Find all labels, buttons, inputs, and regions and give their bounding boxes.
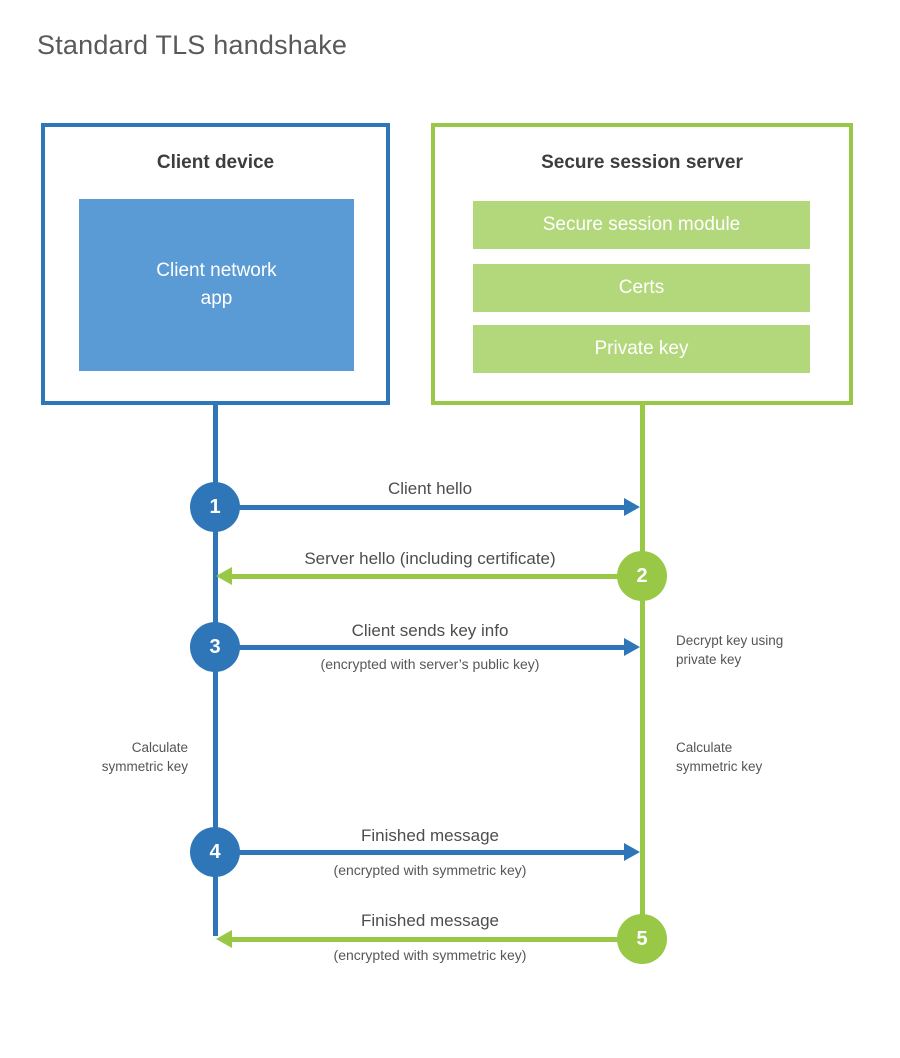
server-module-certs: Certs [473, 264, 810, 312]
step5-arrow-line [231, 937, 642, 942]
step1-node: 1 [190, 482, 240, 532]
step4-arrowhead-icon [624, 843, 640, 861]
step3-sublabel: (encrypted with server’s public key) [320, 656, 540, 672]
step4-sublabel: (encrypted with symmetric key) [333, 862, 527, 878]
step2-label: Server hello (including certificate) [304, 549, 556, 568]
step4-node: 4 [190, 827, 240, 877]
client-device-title: Client device [156, 152, 275, 173]
step5-arrowhead-icon [216, 930, 232, 948]
step3-arrowhead-icon [624, 638, 640, 656]
step2-node: 2 [617, 551, 667, 601]
step5-node: 5 [617, 914, 667, 964]
note-calc-symmetric-key-server: Calculate symmetric key [676, 740, 763, 774]
step3-label: Client sends key info [351, 621, 509, 640]
step3-arrow-line [215, 645, 625, 650]
page-title: Standard TLS handshake [37, 30, 348, 60]
server-module-private-key: Private key [473, 325, 810, 373]
step1-label: Client hello [387, 479, 473, 498]
client-network-app-box: Client network app [79, 199, 354, 371]
step4-arrow-line [215, 850, 625, 855]
note-decrypt-key: Decrypt key using private key [676, 633, 784, 667]
step2-arrow-line [231, 574, 642, 579]
step1-arrow-line [215, 505, 625, 510]
step5-label: Finished message [361, 911, 499, 930]
client-device-box: Client device Client network app [41, 123, 390, 405]
step4-label: Finished message [361, 826, 499, 845]
server-module-secure-session: Secure session module [473, 201, 810, 249]
server-lifeline [640, 405, 645, 937]
secure-session-server-box: Secure session server Secure session mod… [431, 123, 853, 405]
step5-sublabel: (encrypted with symmetric key) [333, 947, 527, 963]
step3-node: 3 [190, 622, 240, 672]
step2-arrowhead-icon [216, 567, 232, 585]
step1-arrowhead-icon [624, 498, 640, 516]
secure-session-server-title: Secure session server [541, 152, 743, 173]
note-calc-symmetric-key-client: Calculate symmetric key [101, 740, 188, 774]
